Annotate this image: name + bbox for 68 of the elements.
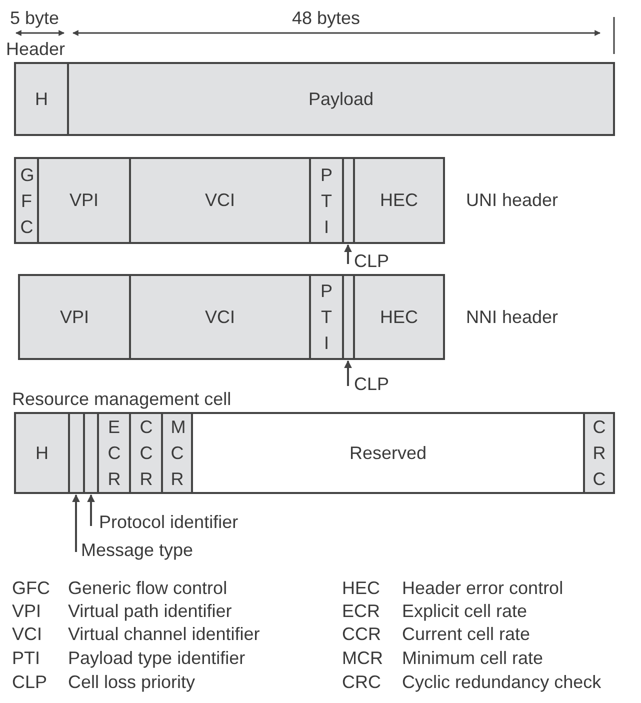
arrow [344,360,352,386]
definition: Virtual channel identifier [68,624,260,644]
row-caption: UNI header [466,190,558,210]
field-label: Payload [308,88,374,110]
field-cell [161,412,193,494]
field-cell [583,412,615,494]
abbreviation: MCR [342,648,383,668]
definition: Header error control [402,578,564,598]
arrow [87,494,95,526]
abbreviation: HEC [342,578,380,598]
abbreviation: VCI [12,624,42,644]
abbreviation: VPI [12,601,42,621]
abbreviation: PTI [12,648,40,668]
field-label: PTI [320,280,333,355]
field-cell [14,412,70,494]
abbreviation: CCR [342,624,381,644]
field-cell [14,62,69,136]
field-label: MCR [170,416,184,491]
field-label: CCR [140,416,152,491]
field-label: H [36,442,48,464]
field-label: HEC [380,306,418,328]
field-label: VCI [204,306,235,328]
definition: Explicit cell rate [402,601,528,621]
definition: Cell loss priority [68,672,196,692]
abbreviation: GFC [12,578,50,598]
field-cell [353,157,445,244]
dimension-label: 5 byte [10,8,60,28]
field-cell [129,274,311,360]
callout-label: CLP [354,251,390,271]
field-label: CRC [592,416,606,491]
field-cell [191,412,585,494]
field-label: VPI [60,306,89,328]
field-label: GFC [20,164,33,238]
abbreviation: CRC [342,672,381,692]
definition: Generic flow control [68,578,228,598]
definition: Cyclic redundancy check [402,672,602,692]
field-label: VCI [204,190,235,211]
callout-label: Protocol identifier [99,512,238,532]
row-caption: NNI header [466,307,558,327]
definition: Payload type identifier [68,648,246,668]
arrow [344,244,352,264]
field-cell [309,157,344,244]
callout-label: Message type [81,540,194,560]
field-cell [37,157,131,244]
field-cell [309,274,344,360]
field-label: VPI [69,190,98,211]
field-cell [129,157,311,244]
abbreviation: CLP [12,672,48,692]
dimension-label: Header [6,39,66,59]
field-label: HEC [380,190,418,211]
field-cell [97,412,131,494]
callout-label: CLP [354,374,390,394]
definition: Current cell rate [402,624,530,644]
field-cell [18,274,131,360]
field-label: PTI [320,164,333,238]
field-label: Reserved [349,442,427,464]
arrow [72,494,80,552]
row-caption: Resource management cell [12,389,232,409]
field-label: H [35,88,48,110]
dimension-label: 48 bytes [292,8,360,28]
field-cell [353,274,445,360]
field-cell [129,412,163,494]
field-label: ECR [108,416,120,491]
definition: Virtual path identifier [68,601,232,621]
field-cell [67,62,615,136]
abbreviation: ECR [342,601,380,621]
definition: Minimum cell rate [402,648,544,668]
field-cell [14,157,39,244]
